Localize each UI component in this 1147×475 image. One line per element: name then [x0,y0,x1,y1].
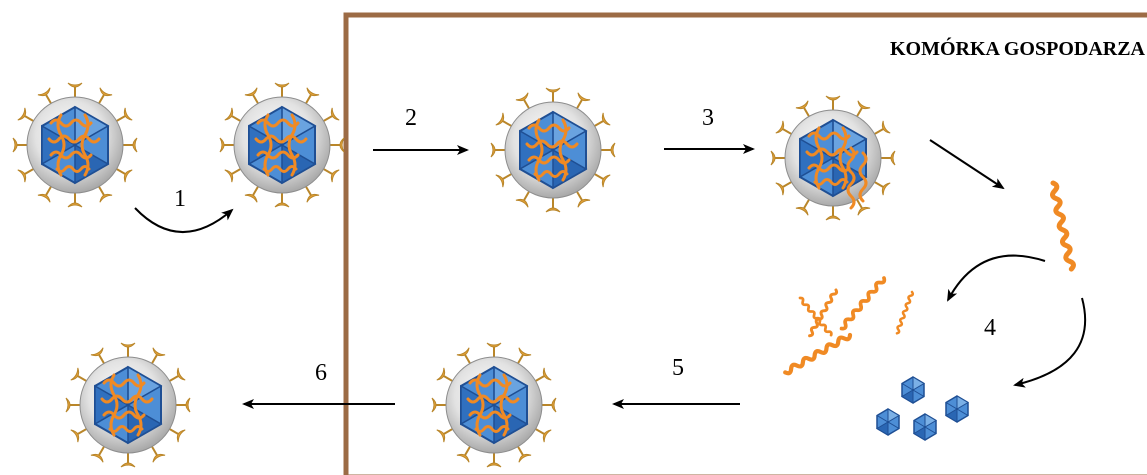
arrow-step-4-capsid [1013,297,1087,388]
rna-genome-icon [1050,182,1074,269]
arrow-step-1 [134,207,234,233]
host-cell-border [343,12,1147,475]
arrow-step-4-replication [947,254,1046,302]
virion-entered-icon [491,88,615,212]
rna-replicated-icon [784,274,915,375]
virion-extracellular-icon [13,83,137,207]
step-label-4: 4 [984,315,996,341]
virion-assembled-icon [432,343,556,467]
capsid-group-icon [876,376,969,441]
virion-uncoating-icon [771,96,895,220]
arrow-uncoating-to-rna [929,139,1005,190]
step-label-6: 6 [315,360,327,386]
virion-released-icon [66,343,190,467]
step-label-1: 1 [174,186,186,212]
step-label-3: 3 [702,105,714,131]
step-label-2: 2 [405,105,417,131]
step-label-5: 5 [672,355,684,381]
virion-attached-icon [220,83,344,207]
host-cell-label: KOMÓRKA GOSPODARZA [890,36,1146,60]
